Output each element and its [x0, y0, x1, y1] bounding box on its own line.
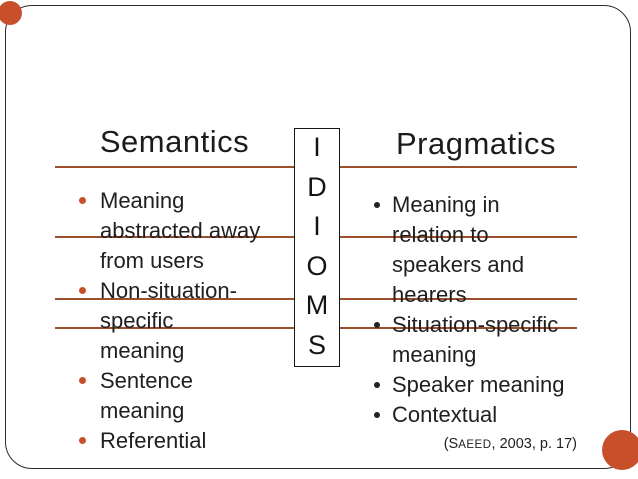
- list-item-text: Contextual: [392, 402, 498, 427]
- list-item: Contextual: [363, 400, 588, 430]
- separator-line: [55, 298, 294, 300]
- bullet-icon: [374, 382, 380, 388]
- idioms-letter: I: [313, 211, 321, 242]
- idioms-letter: I: [313, 132, 321, 162]
- slide-border: [5, 5, 631, 469]
- idioms-letter: M: [305, 290, 329, 321]
- bullet-icon: [79, 377, 86, 384]
- list-item: Meaning abstracted away from users: [70, 186, 305, 276]
- pragmatics-heading: Pragmatics: [395, 126, 557, 161]
- bullet-icon: [374, 202, 380, 208]
- list-item-text: Situation-specific meaning: [392, 312, 559, 367]
- bullet-icon: [374, 412, 380, 418]
- separator-line: [55, 327, 294, 329]
- idioms-letter: O: [306, 250, 328, 281]
- list-item: Speaker meaning: [363, 370, 588, 400]
- list-item-text: Meaning abstracted away from users: [100, 188, 261, 273]
- separator-line: [340, 327, 577, 329]
- citation-rest: , 2003, p. 17): [491, 436, 577, 452]
- separator-line: [55, 166, 294, 168]
- list-item: Meaning in relation to speakers and hear…: [363, 190, 588, 310]
- citation: (SAEED, 2003, p. 17): [337, 436, 577, 452]
- pragmatics-list: Meaning in relation to speakers and hear…: [363, 190, 588, 430]
- separator-line: [340, 166, 577, 168]
- semantics-heading: Semantics: [99, 124, 250, 159]
- citation-smallcaps: AEED: [458, 439, 492, 451]
- separator-line: [340, 298, 577, 300]
- list-item: Sentence meaning: [70, 366, 305, 426]
- citation-open: (S: [443, 436, 459, 452]
- separator-line: [55, 236, 294, 238]
- list-item-text: Referential: [100, 428, 207, 453]
- idioms-box: I D I O M S: [294, 128, 340, 367]
- list-item-text: Non-situation- specific meaning: [100, 278, 237, 363]
- idioms-letter: S: [307, 329, 326, 360]
- idioms-letter: D: [307, 171, 327, 202]
- list-item-text: Meaning in relation to speakers and hear…: [392, 192, 525, 307]
- list-item: Situation-specific meaning: [363, 310, 588, 370]
- bullet-icon: [79, 197, 86, 204]
- corner-dot-bottom-right-icon: [602, 430, 638, 470]
- separator-line: [340, 236, 577, 238]
- bullet-icon: [79, 437, 86, 444]
- list-item-text: Sentence meaning: [100, 368, 193, 423]
- list-item: Referential: [70, 426, 305, 456]
- corner-dot-top-left-icon: [0, 1, 22, 25]
- bullet-icon: [374, 322, 380, 328]
- bullet-icon: [79, 287, 86, 294]
- list-item: Non-situation- specific meaning: [70, 276, 305, 366]
- list-item-text: Speaker meaning: [392, 372, 565, 397]
- semantics-list: Meaning abstracted away from users Non-s…: [70, 186, 305, 456]
